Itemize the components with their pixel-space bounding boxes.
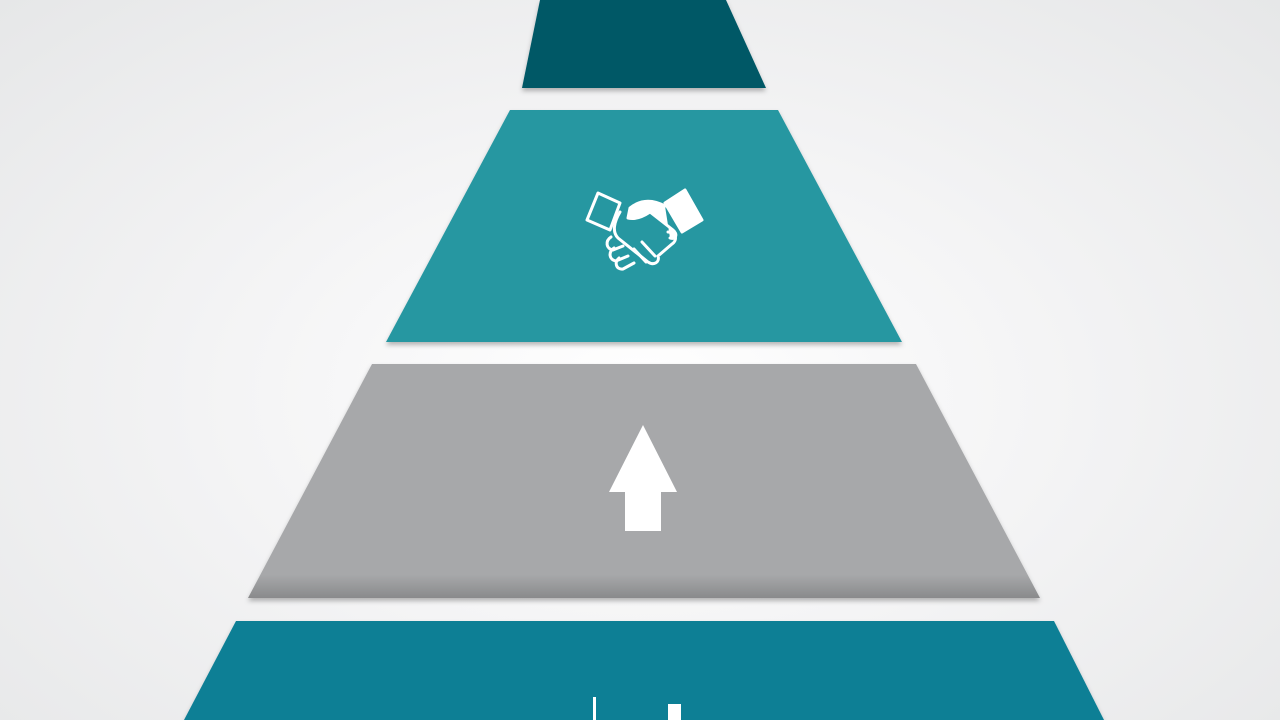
pyramid-tier-top (522, 0, 766, 88)
up-arrow-icon (609, 425, 677, 531)
pyramid-tier-growth (248, 364, 1040, 598)
tier-top-shape (522, 0, 766, 88)
bar-chart-icon (593, 697, 681, 720)
tier-handshake-shape (386, 110, 902, 342)
tier-base-shape (184, 621, 1104, 720)
handshake-icon (585, 188, 704, 271)
pyramid-tier-base (184, 621, 1104, 720)
pyramid-tier-handshake (386, 110, 902, 342)
